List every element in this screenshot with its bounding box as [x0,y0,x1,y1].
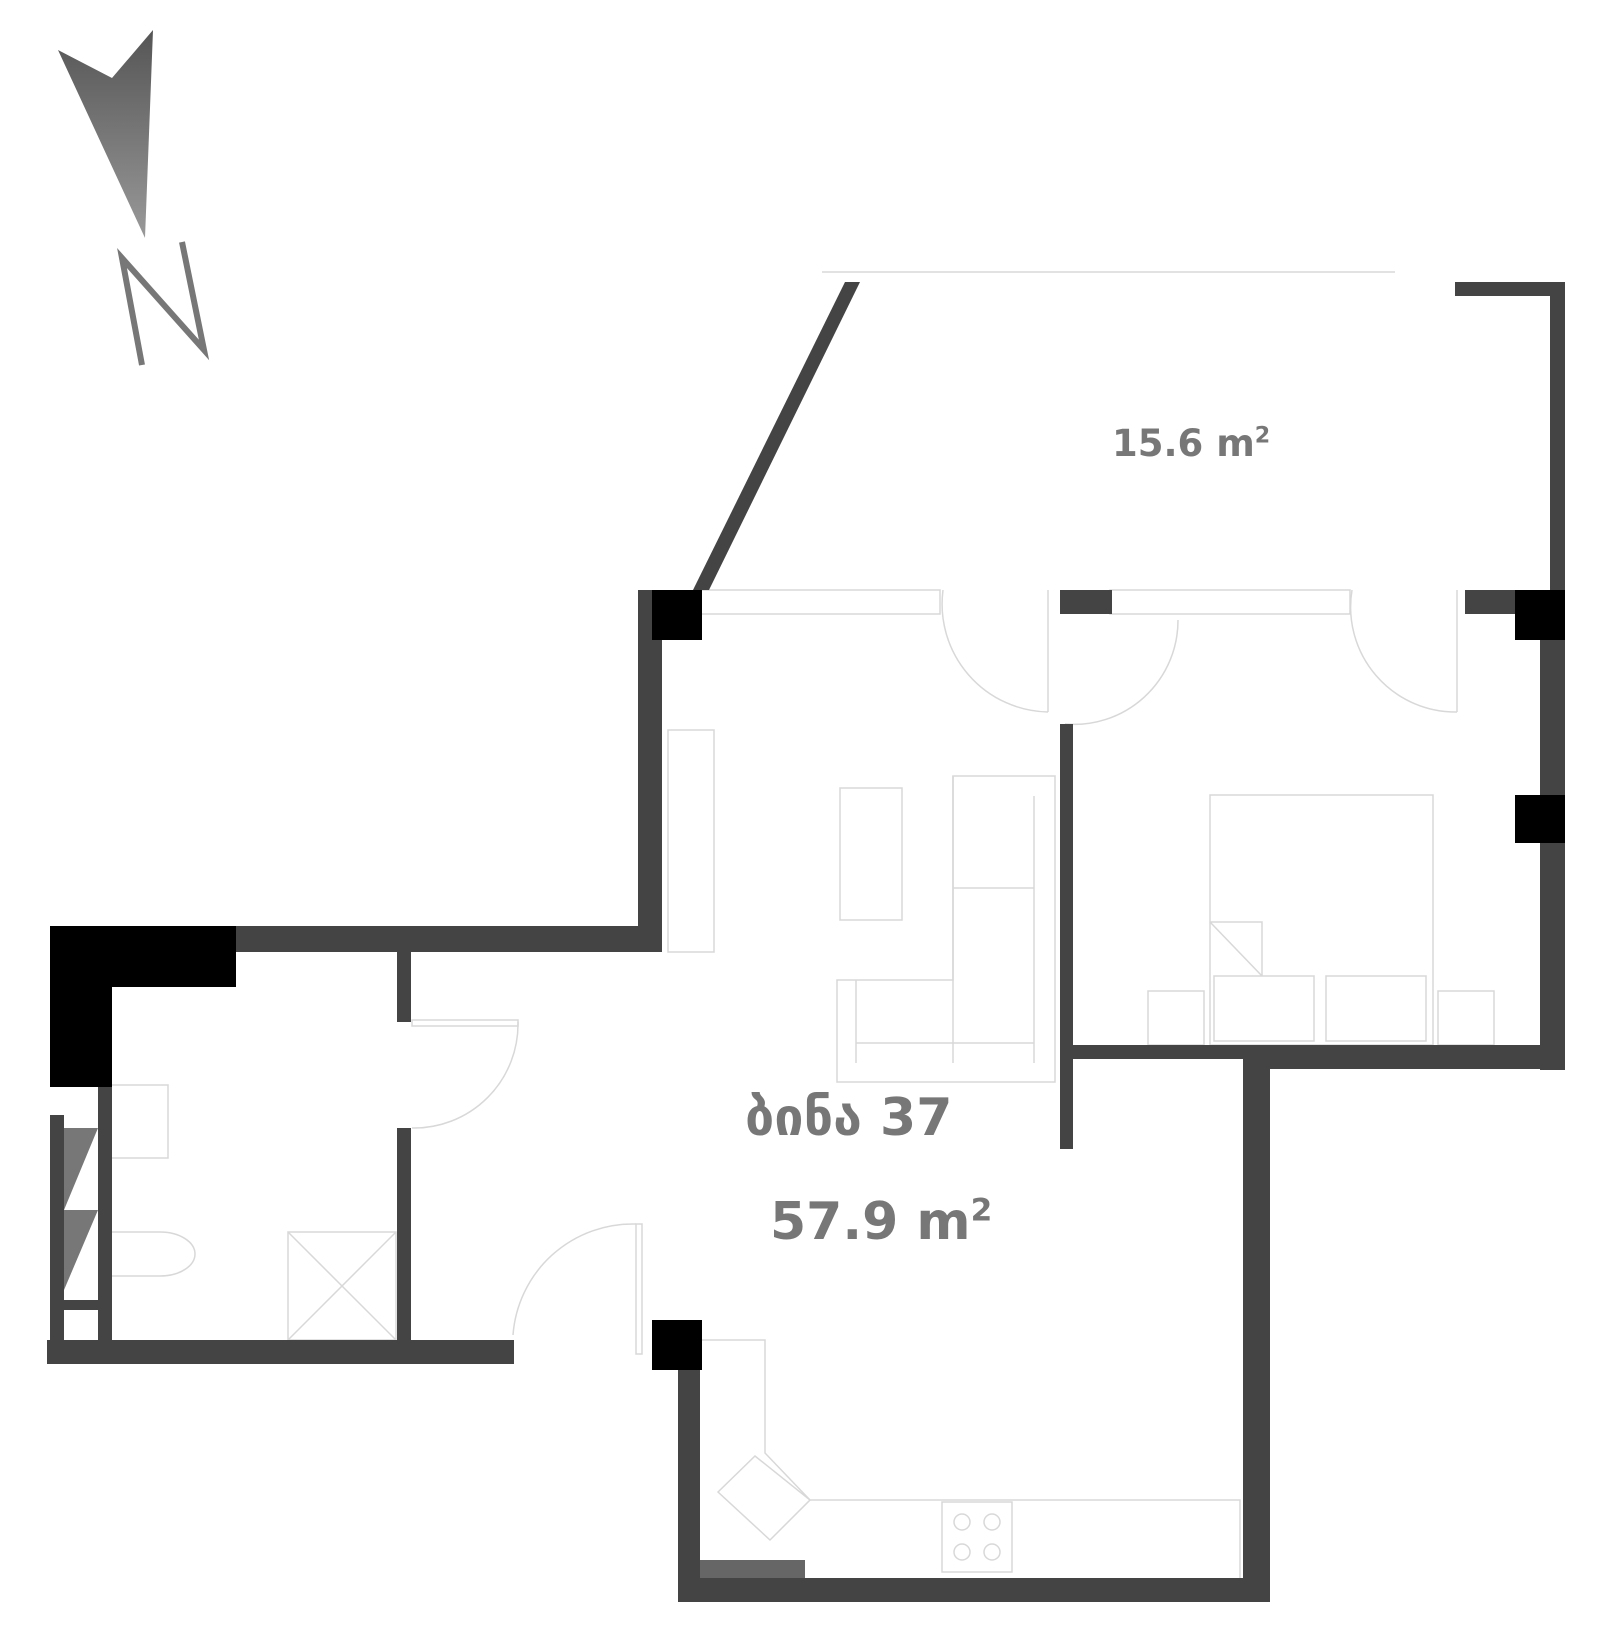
area-unit: m [916,1192,971,1252]
columns [50,590,1565,1370]
balcony-area-value: 15.6 [1112,422,1204,465]
apartment-area-value: 57.9 [770,1192,899,1252]
apartment-area-label: 57.9 m2 [770,1192,992,1252]
area-unit-exponent: 2 [970,1192,993,1229]
furniture [109,271,1495,1578]
balcony-area-label: 15.6 m2 [1112,422,1270,465]
north-arrow-icon [58,30,210,366]
apartment-number-label: ბინა 37 [745,1088,953,1148]
area-unit: m [1216,422,1255,465]
area-unit-exponent: 2 [1254,422,1271,449]
walls [47,282,1565,1602]
